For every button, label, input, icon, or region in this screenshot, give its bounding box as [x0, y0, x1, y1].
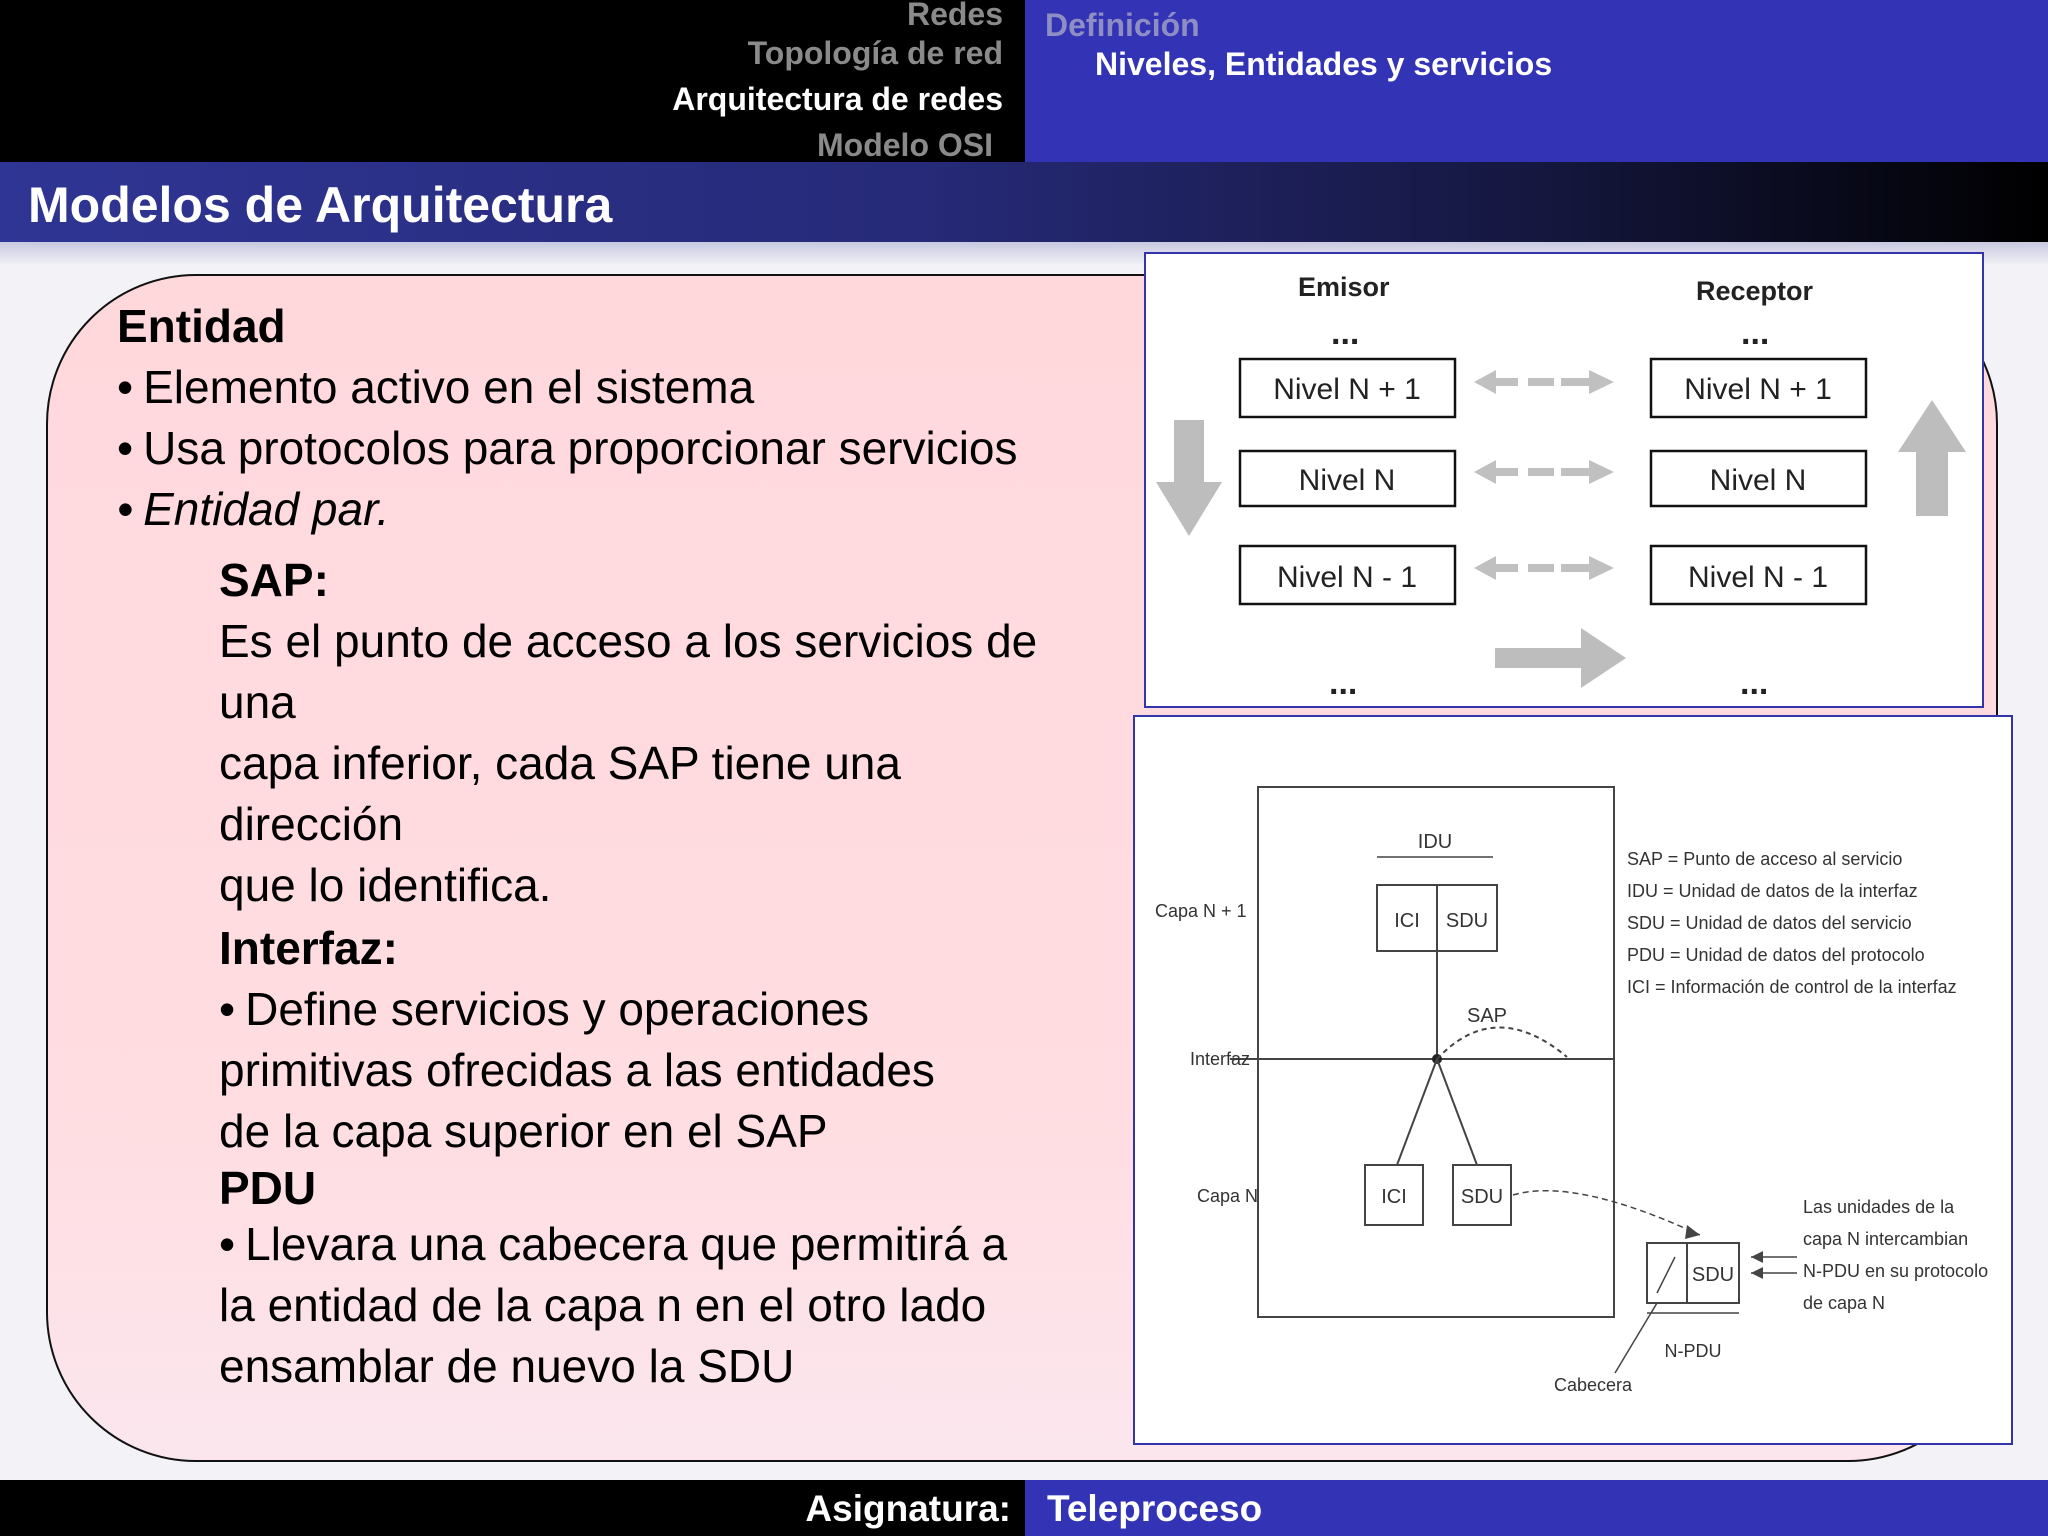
- pdu-line: ensamblar de nuevo la SDU: [219, 1340, 795, 1392]
- ellipsis-bottom-right: ...: [1740, 664, 1768, 702]
- idu-label: IDU: [1418, 831, 1452, 853]
- subsection-definicion[interactable]: Definición: [1045, 7, 1200, 43]
- cabecera-label: Cabecera: [1554, 1375, 1633, 1395]
- ellipsis-bottom-left: ...: [1329, 664, 1357, 702]
- legend-line: PDU = Unidad de datos del protocolo: [1627, 945, 1925, 965]
- sap-line: Es el punto de acceso a los servicios de: [219, 615, 1038, 667]
- note-line: de capa N: [1803, 1293, 1885, 1313]
- legend-line: IDU = Unidad de datos de la interfaz: [1627, 881, 1918, 901]
- pdu-line: Llevara una cabecera que permitirá a: [117, 1214, 1137, 1275]
- header-nav-panel: Redes Topología de red Arquitectura de r…: [0, 0, 1025, 163]
- left-level-label: Nivel N - 1: [1277, 561, 1417, 594]
- interfaz-label: Interfaz: [1190, 1049, 1250, 1069]
- footer-right: Teleproceso: [1025, 1480, 2048, 1536]
- sap-arc: [1436, 1026, 1568, 1060]
- content-text: Entidad Elemento activo en el sistema Us…: [117, 296, 1137, 1397]
- note-line: Las unidades de la: [1803, 1197, 1955, 1217]
- entidad-bullet: Entidad par.: [117, 479, 1137, 540]
- npdu-label: N-PDU: [1665, 1341, 1722, 1361]
- right-level-label: Nivel N: [1710, 464, 1807, 497]
- footer-label: Asignatura:: [805, 1488, 1011, 1529]
- sdu-box: [1436, 884, 1498, 952]
- lower-sdu-box: [1452, 1164, 1512, 1226]
- npdu-sdu-box: [1686, 1242, 1740, 1304]
- right-level-label: Nivel N + 1: [1684, 373, 1832, 406]
- left-level-box: [1238, 357, 1457, 419]
- sap-line: dirección: [219, 798, 404, 850]
- pdu-line: la entidad de la capa n en el otro lado: [219, 1279, 987, 1331]
- ici-box: [1376, 884, 1438, 952]
- sap-line: que lo identifica.: [219, 859, 552, 911]
- sap-heading: SAP:: [219, 554, 329, 606]
- title-bar: Modelos de Arquitectura: [0, 162, 2048, 242]
- left-level-box: [1238, 449, 1457, 508]
- entidad-bullet: Usa protocolos para proporcionar servici…: [117, 418, 1137, 479]
- nav-item-redes[interactable]: Redes: [906, 0, 1003, 32]
- right-level-label: Nivel N - 1: [1688, 561, 1828, 594]
- sap-line: una: [219, 676, 296, 728]
- lower-sdu-label: SDU: [1461, 1186, 1503, 1208]
- right-level-box: [1649, 357, 1868, 419]
- pdu-heading: PDU: [219, 1162, 317, 1214]
- peer-arrow-icon: [1474, 556, 1614, 580]
- right-level-box: [1649, 449, 1868, 508]
- up-arrow-icon: [1898, 400, 1966, 516]
- nav-item-arquitectura[interactable]: Arquitectura de redes: [672, 81, 1003, 117]
- subsection-niveles[interactable]: Niveles, Entidades y servicios: [1095, 46, 1553, 82]
- sdu-label: SDU: [1446, 910, 1488, 932]
- left-level-box: [1238, 544, 1457, 606]
- peer-arrow-icon: [1474, 370, 1614, 394]
- footer-course: Teleproceso: [1047, 1488, 1263, 1529]
- peer-arrow-icon: [1474, 460, 1614, 484]
- emisor-label: Emisor: [1298, 272, 1390, 302]
- legend-line: SAP = Punto de acceso al servicio: [1627, 849, 1902, 869]
- slide-title: Modelos de Arquitectura: [28, 177, 613, 233]
- right-arrow-icon: [1495, 628, 1626, 688]
- right-level-box: [1649, 544, 1868, 606]
- footer-left: Asignatura:: [0, 1480, 1025, 1536]
- left-level-label: Nivel N: [1299, 464, 1396, 497]
- header-subsection-panel: Definición Niveles, Entidades y servicio…: [1025, 0, 2048, 162]
- capa-n-label: Capa N: [1197, 1186, 1258, 1206]
- interfaz-line: Define servicios y operaciones: [117, 979, 1137, 1040]
- lower-ici-box: [1364, 1164, 1424, 1226]
- layer-frame: [1257, 786, 1615, 1318]
- left-level-label: Nivel N + 1: [1273, 373, 1421, 406]
- note-line: N-PDU en su protocolo: [1803, 1261, 1988, 1281]
- note-line: capa N intercambian: [1803, 1229, 1968, 1249]
- interfaz-heading: Interfaz:: [219, 922, 398, 974]
- interfaz-line: de la capa superior en el SAP: [219, 1105, 828, 1157]
- legend-line: SDU = Unidad de datos del servicio: [1627, 913, 1912, 933]
- interfaz-line: primitivas ofrecidas a las entidades: [219, 1044, 935, 1096]
- entidad-bullet: Elemento activo en el sistema: [117, 357, 1137, 418]
- down-arrow-icon: [1156, 420, 1222, 536]
- lower-ici-label: ICI: [1381, 1186, 1407, 1208]
- capa-n1-label: Capa N + 1: [1155, 901, 1247, 921]
- interface-diagram: IDU ICI SDU SAP ICI SDU Capa N + 1 Inter…: [1133, 715, 2013, 1445]
- ellipsis-top-right: ...: [1741, 314, 1769, 352]
- legend-line: ICI = Información de control de la inter…: [1627, 977, 1957, 997]
- nav-item-modelo-osi[interactable]: Modelo OSI: [817, 127, 993, 163]
- entidad-heading: Entidad: [117, 300, 286, 352]
- ici-label: ICI: [1394, 910, 1420, 932]
- npdu-sdu-label: SDU: [1692, 1264, 1734, 1286]
- nav-item-topologia[interactable]: Topología de red: [747, 35, 1003, 71]
- ellipsis-top-left: ...: [1331, 314, 1359, 352]
- layers-diagram: Emisor Receptor ... ... Nivel N + 1 Nive…: [1144, 252, 1984, 708]
- sap-line: capa inferior, cada SAP tiene una: [219, 737, 901, 789]
- receptor-label: Receptor: [1696, 276, 1814, 306]
- sap-label: SAP: [1467, 1005, 1507, 1027]
